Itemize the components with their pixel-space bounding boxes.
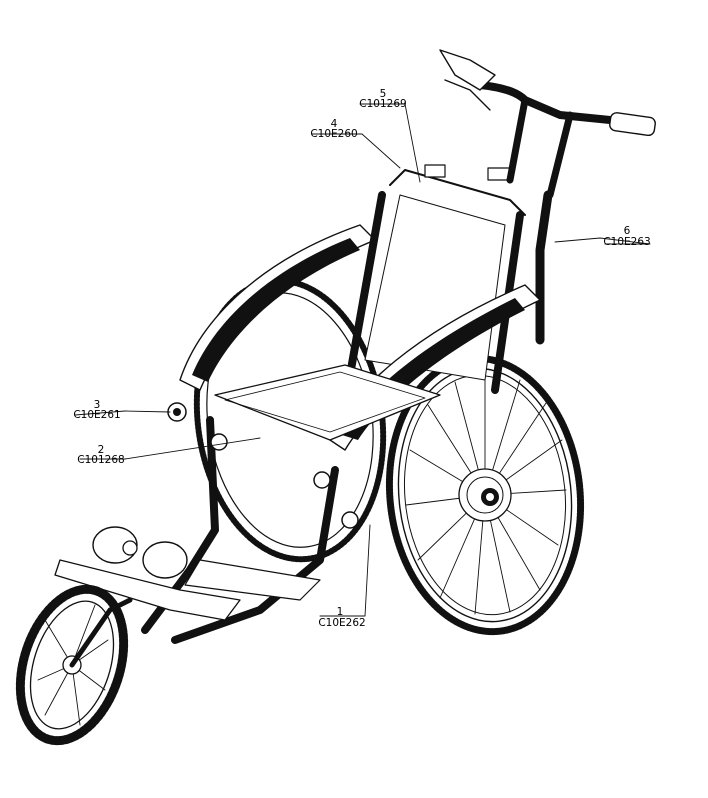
callout-6: 6 C10E263: [603, 225, 650, 248]
callout-5-number: 5: [380, 88, 387, 100]
front-wheel: [15, 584, 133, 746]
callout-5: 5 C101269: [359, 88, 406, 110]
side-knobs: [167, 402, 359, 529]
callout-6-code: C10E263: [603, 236, 650, 248]
callout-3-number: 3: [94, 399, 101, 411]
callout-6-number: 6: [624, 225, 631, 237]
callout-1-code: C10E262: [318, 617, 365, 629]
callout-4-code: C10E260: [310, 128, 357, 140]
rear-right-wheel: [385, 354, 585, 636]
lower-frame: [54, 416, 339, 644]
callout-3-code: C10E261: [73, 409, 120, 421]
callout-3: 3 C10E261: [73, 399, 120, 421]
callout-1-number: 1: [337, 606, 344, 618]
callout-5-code: C101269: [359, 98, 406, 110]
callout-2-code: C101268: [77, 454, 124, 466]
callout-4: 4 C10E260: [310, 118, 357, 140]
callout-1: 1 C10E262: [318, 606, 365, 629]
leader-lines: [74, 103, 651, 617]
seat: [214, 364, 441, 441]
callout-2-number: 2: [98, 444, 105, 456]
callout-4-number: 4: [331, 118, 338, 130]
callout-2: 2 C101268: [77, 444, 124, 466]
handlebar: [439, 49, 656, 345]
